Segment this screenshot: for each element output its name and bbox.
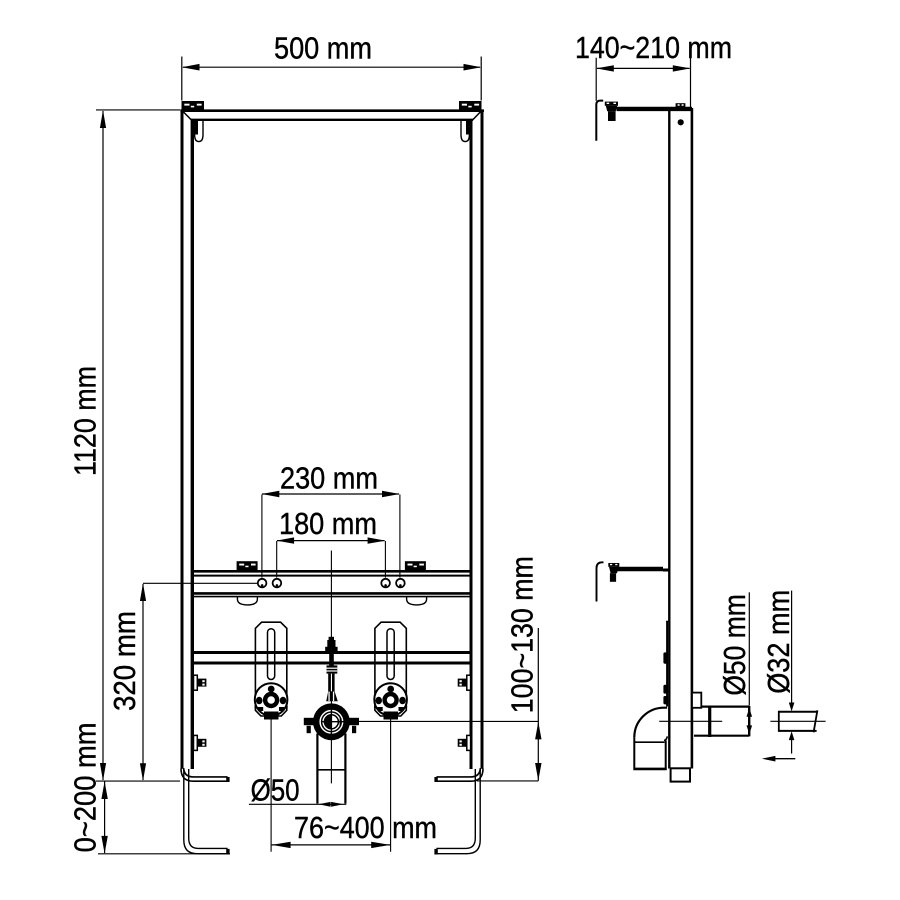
svg-text:100~130 mm: 100~130 mm (506, 556, 540, 713)
svg-text:Ø50: Ø50 (251, 773, 300, 807)
svg-text:0~200 mm: 0~200 mm (69, 722, 103, 852)
svg-text:320 mm: 320 mm (108, 611, 142, 711)
svg-text:230 mm: 230 mm (280, 462, 378, 496)
svg-text:Ø50 mm: Ø50 mm (718, 594, 752, 696)
svg-text:140~210 mm: 140~210 mm (575, 31, 732, 65)
svg-text:500 mm: 500 mm (274, 32, 372, 66)
svg-text:Ø32 mm: Ø32 mm (762, 590, 796, 694)
svg-text:180 mm: 180 mm (279, 507, 377, 541)
svg-text:76~400 mm: 76~400 mm (294, 811, 437, 845)
svg-text:1120 mm: 1120 mm (69, 366, 103, 476)
